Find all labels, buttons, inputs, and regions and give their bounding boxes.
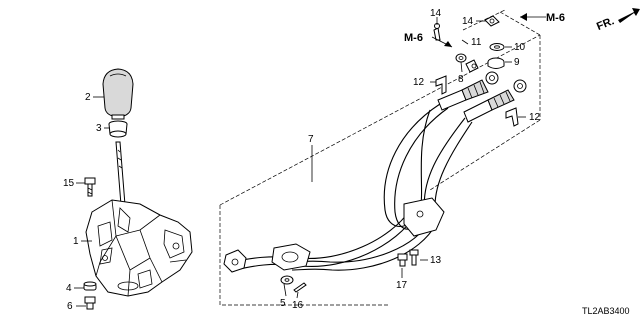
callout-12-right: 12 [529, 112, 541, 123]
ref-m6-right: M-6 [520, 12, 565, 24]
callout-labels: 1 2 3 4 5 6 7 8 9 10 11 12 12 13 14 14 1… [63, 8, 541, 312]
ref-m6-right-label: M-6 [546, 12, 565, 24]
bolt-13 [409, 249, 419, 266]
callout-8: 8 [458, 74, 464, 85]
shift-lever-housing [85, 199, 193, 297]
washer-8 [455, 53, 467, 63]
callout-2: 2 [85, 92, 91, 103]
nut-5 [280, 275, 294, 285]
callout-10: 10 [514, 42, 526, 53]
bolt-6 [84, 296, 96, 310]
callout-14-left: 14 [430, 8, 442, 19]
shift-cables [223, 103, 473, 273]
ref-m6-left: M-6 [404, 32, 453, 48]
clip-12-right [505, 107, 519, 127]
clip-12-left [435, 75, 447, 95]
callout-6: 6 [67, 301, 73, 312]
bolt-17 [397, 253, 408, 267]
leader-lines [74, 17, 526, 307]
callout-4: 4 [66, 283, 72, 294]
front-direction-label: FR. [595, 15, 616, 33]
callout-16: 16 [292, 300, 304, 311]
callout-15: 15 [63, 178, 75, 189]
callout-5: 5 [280, 298, 286, 309]
pin-16 [293, 282, 307, 293]
callout-9: 9 [514, 57, 520, 68]
callout-3: 3 [96, 123, 102, 134]
shift-lever-rod [115, 141, 126, 206]
ref-m6-left-label: M-6 [404, 32, 423, 44]
clip-14-right [484, 15, 500, 27]
washer-10 [489, 43, 505, 51]
callout-14-right: 14 [462, 16, 474, 27]
collar-9 [487, 57, 505, 69]
cable-end-upper-right [463, 79, 527, 123]
callout-17: 17 [396, 280, 408, 291]
cable-assembly-frame [219, 9, 541, 306]
bushing-11 [465, 59, 479, 73]
cable-end-upper-left [437, 71, 499, 111]
clip-14-left [433, 23, 441, 41]
bolt-15 [84, 177, 96, 197]
front-arrow-icon [618, 8, 640, 23]
diagram-code: TL2AB3400 [582, 306, 630, 316]
callout-7: 7 [308, 134, 314, 145]
front-direction-indicator: FR. [595, 8, 640, 33]
callout-13: 13 [430, 255, 442, 266]
shift-knob [102, 68, 134, 120]
callout-12-left: 12 [413, 77, 425, 88]
callout-1: 1 [73, 236, 79, 247]
callout-11: 11 [471, 37, 482, 48]
nut-4 [83, 281, 97, 291]
knob-collar [108, 120, 128, 138]
